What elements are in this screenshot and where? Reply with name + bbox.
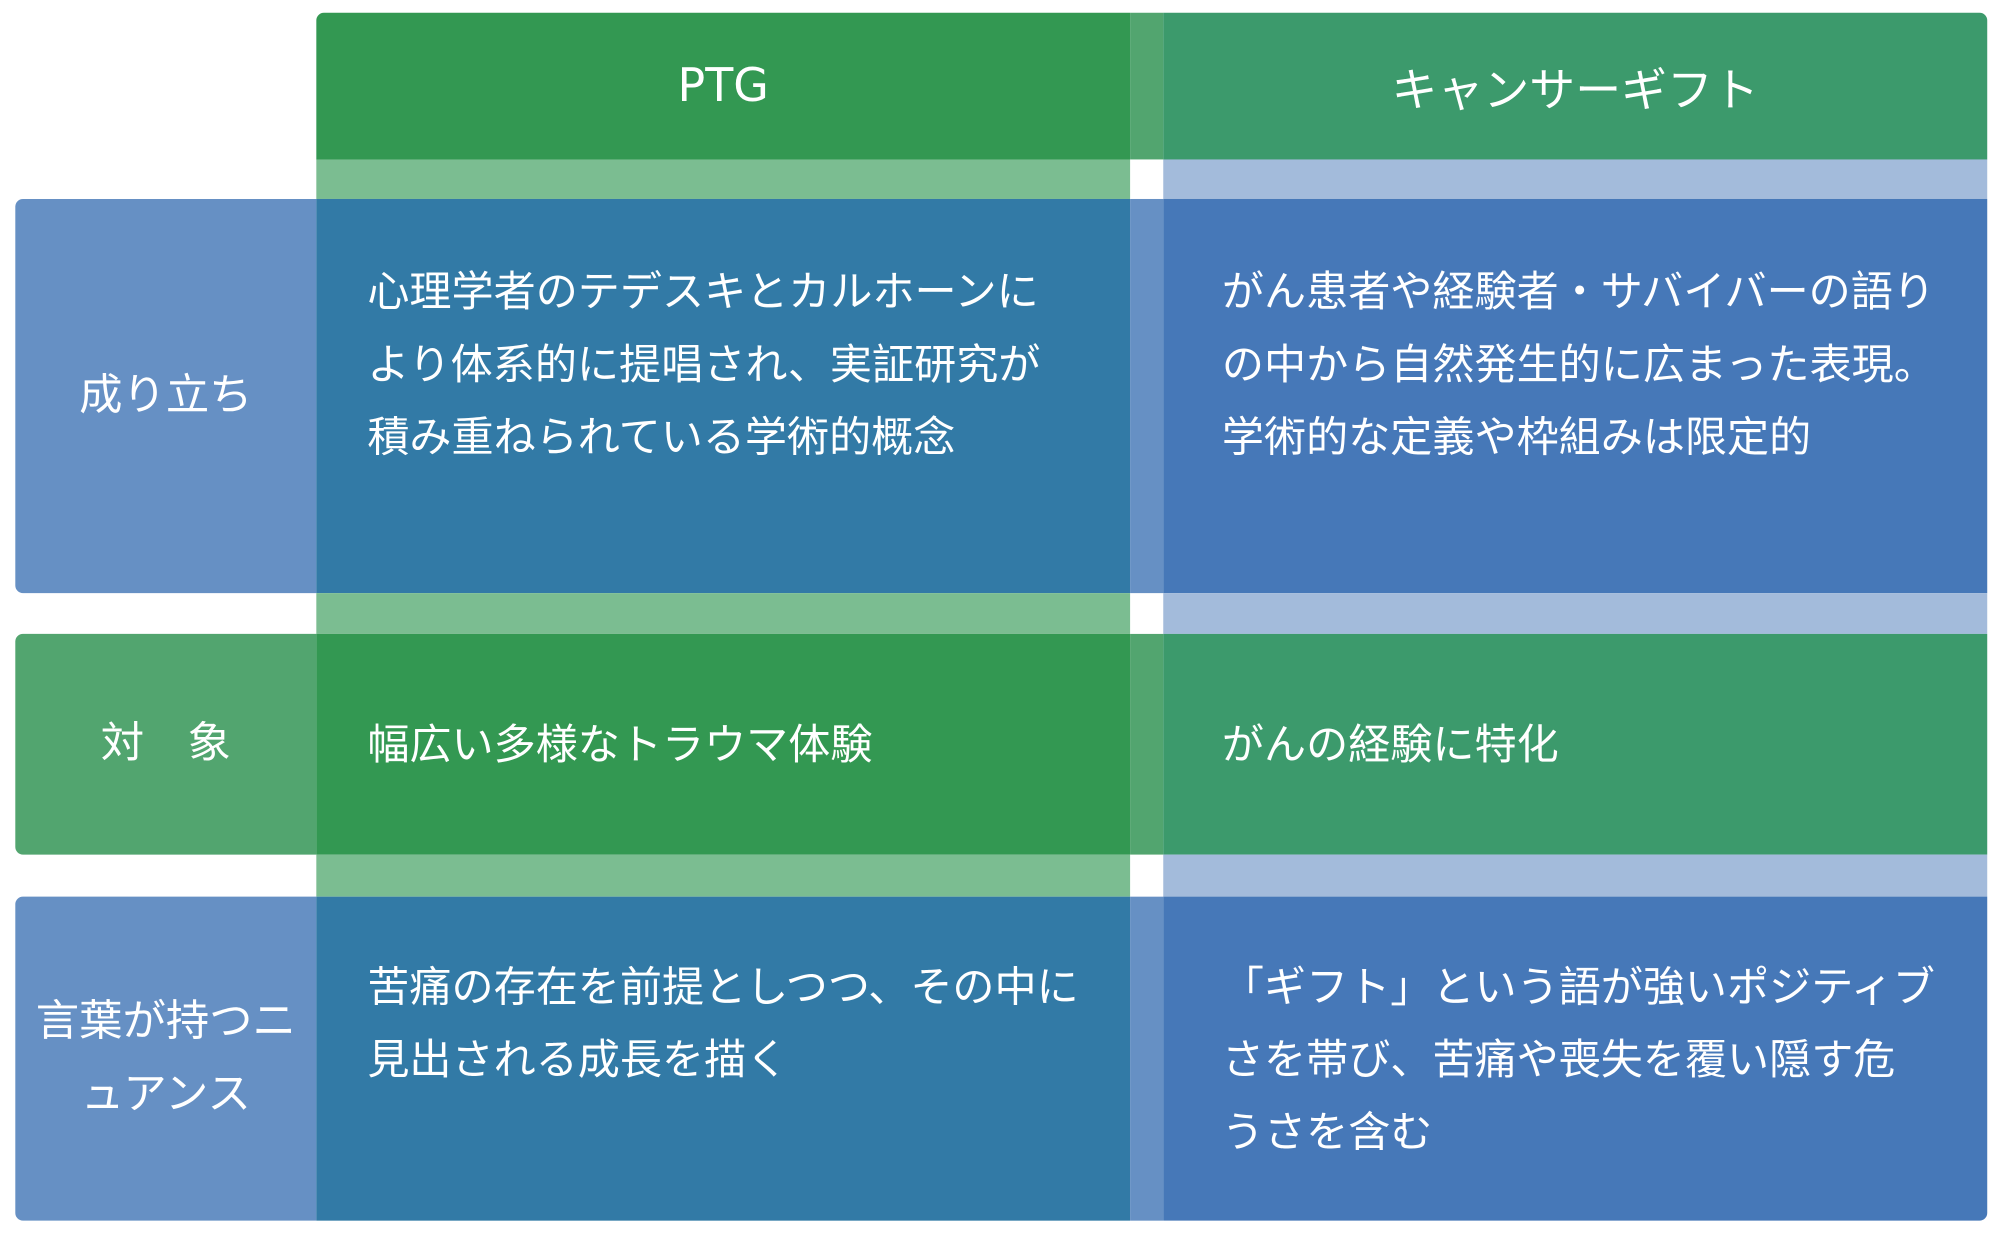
row-label-origin: 成り立ち: [15, 198, 317, 594]
header-cancer-gift: キャンサーギフト: [1163, 12, 1988, 160]
row-label-nuance: 言葉が持つニュアンス: [15, 896, 317, 1221]
cell-gift-target: がんの経験に特化: [1163, 633, 1988, 855]
band: [1163, 593, 1988, 634]
band: [316, 854, 1131, 897]
cell-ptg-origin: 心理学者のテデスキとカルホーンにより体系的に提唱され、実証研究が積み重ねられてい…: [316, 198, 1131, 594]
header-ptg: PTG: [316, 12, 1131, 160]
cell-gift-origin: がん患者や経験者・サバイバーの語りの中から自然発生的に広まった表現。学術的な定義…: [1163, 198, 1988, 594]
band: [316, 159, 1131, 199]
row-label-target: 対 象: [15, 633, 317, 855]
band: [1163, 159, 1988, 199]
cell-ptg-target: 幅広い多様なトラウマ体験: [316, 633, 1131, 855]
cell-ptg-nuance: 苦痛の存在を前提としつつ、その中に見出される成長を描く: [316, 896, 1131, 1221]
divider: [1130, 633, 1164, 855]
band: [316, 593, 1131, 634]
header-divider: [1130, 12, 1164, 160]
cell-gift-nuance: 「ギフト」という語が強いポジティブさを帯び、苦痛や喪失を覆い隠す危うさを含む: [1163, 896, 1988, 1221]
divider: [1130, 896, 1164, 1221]
band: [1163, 854, 1988, 897]
divider: [1130, 198, 1164, 594]
